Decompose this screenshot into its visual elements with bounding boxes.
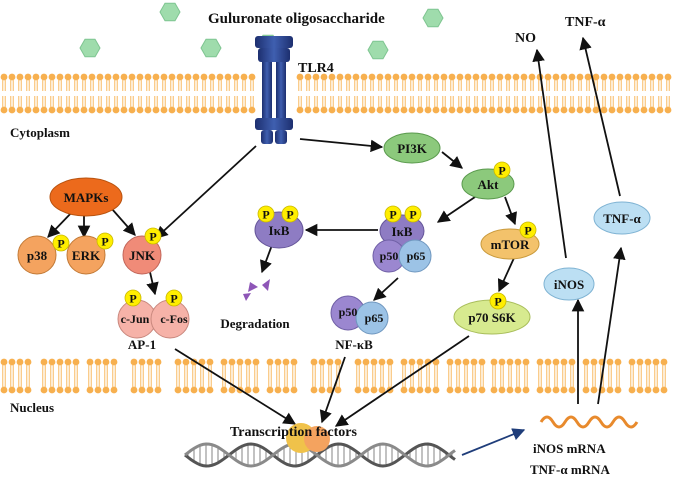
label-inos-mrna: iNOS mRNA bbox=[533, 441, 606, 456]
phospho-badge bbox=[52, 234, 70, 252]
label-inos: iNOS bbox=[554, 277, 584, 292]
phospho-badge bbox=[144, 227, 162, 245]
label-akt: Akt bbox=[478, 177, 500, 192]
arrow-mrna-to-tnf bbox=[597, 246, 626, 405]
phospho-badge bbox=[493, 161, 511, 179]
arrow-complex-to-nfkb bbox=[373, 277, 399, 301]
label-p65-nfkb: p65 bbox=[365, 311, 384, 325]
phospho-label: P bbox=[129, 291, 136, 305]
label-transcription-factors: Transcription factors bbox=[230, 425, 357, 440]
arrow-ikb-to-degradation bbox=[260, 244, 273, 274]
mrna-strand bbox=[539, 415, 639, 429]
phospho-badge bbox=[404, 205, 422, 223]
label-erk: ERK bbox=[72, 248, 101, 263]
phospho-badge bbox=[281, 205, 299, 223]
node-p38 bbox=[17, 235, 57, 275]
label-tnf-alpha: TNF-α bbox=[603, 211, 641, 226]
phospho-label: P bbox=[409, 207, 416, 221]
arrow-tlr4-to-pi3k bbox=[299, 138, 384, 153]
title-guluronate: Guluronate oligosaccharide bbox=[208, 11, 385, 27]
pathway-nodes: PI3K Akt mTOR p70 S6K MAPKs p38 ERK JNK … bbox=[17, 132, 651, 339]
phospho-badge bbox=[257, 205, 275, 223]
phospho-badge bbox=[519, 221, 537, 239]
arrow-ap1-to-transcription bbox=[174, 348, 297, 425]
node-pi3k bbox=[383, 132, 441, 164]
phospho-label: P bbox=[149, 229, 156, 243]
output-tnf-alpha: TNF-α bbox=[565, 15, 606, 30]
label-tnf-mrna: TNF-α mRNA bbox=[530, 462, 610, 477]
phospho-label: P bbox=[524, 223, 531, 237]
node-mapks bbox=[49, 177, 123, 217]
label-nucleus: Nucleus bbox=[10, 400, 54, 415]
degradation-fragments bbox=[243, 279, 270, 301]
label-ikb-bound: IκB bbox=[392, 224, 413, 239]
phospho-label: P bbox=[262, 207, 269, 221]
phospho-badge bbox=[96, 232, 114, 250]
phospho-label: P bbox=[170, 291, 177, 305]
arrow-inos-to-no bbox=[532, 48, 567, 259]
output-no: NO bbox=[515, 31, 536, 46]
label-p50-complex: p50 bbox=[380, 249, 399, 263]
label-degradation: Degradation bbox=[220, 316, 290, 331]
phospho-badge bbox=[489, 292, 507, 310]
node-tnf-alpha bbox=[593, 201, 651, 235]
arrow-nfkb-to-transcription bbox=[319, 356, 346, 424]
label-pi3k: PI3K bbox=[397, 141, 428, 156]
phospho-label: P bbox=[498, 163, 505, 177]
node-inos bbox=[543, 267, 595, 301]
phospho-badge bbox=[165, 289, 183, 307]
transcription-factor-complex bbox=[286, 423, 330, 453]
label-p70-s6k: p70 S6K bbox=[468, 310, 516, 325]
label-c-fos: c-Fos bbox=[160, 312, 188, 326]
arrow-akt-to-mtor bbox=[504, 196, 517, 226]
dna-helix bbox=[184, 442, 456, 468]
diagram-labels: Guluronate oligosaccharide TLR4 Cytoplas… bbox=[10, 11, 610, 477]
node-p65-complex bbox=[398, 239, 432, 273]
phospho-label: P bbox=[286, 207, 293, 221]
label-p65-complex: p65 bbox=[407, 249, 426, 263]
arrow-mtor-to-p70 bbox=[497, 257, 515, 293]
phospho-label: P bbox=[101, 234, 108, 248]
label-ikb-free: IκB bbox=[269, 223, 290, 238]
arrow-dna-to-mrna bbox=[461, 428, 526, 456]
arrow-pi3k-to-akt bbox=[441, 151, 463, 169]
label-p38: p38 bbox=[27, 248, 48, 263]
phospho-label: P bbox=[57, 236, 64, 250]
label-p50-nfkb: p50 bbox=[339, 305, 358, 319]
arrow-tlr4-to-jnk bbox=[155, 145, 257, 239]
node-jnk bbox=[122, 235, 162, 275]
phospho-label: P bbox=[494, 294, 501, 308]
tlr4-receptor bbox=[255, 36, 293, 144]
node-erk bbox=[66, 235, 106, 275]
phospho-badge bbox=[384, 205, 402, 223]
cell-membrane bbox=[0, 73, 672, 114]
phospho-label: P bbox=[389, 207, 396, 221]
arrow-p70-to-transcription bbox=[334, 335, 470, 427]
arrow-akt-to-ikb bbox=[436, 196, 476, 223]
nuclear-membrane bbox=[0, 358, 668, 394]
label-c-jun: c-Jun bbox=[121, 312, 150, 326]
node-p65-nfkb bbox=[355, 301, 389, 335]
pathway-arrows bbox=[47, 36, 626, 456]
arrow-jnk-to-ap1 bbox=[146, 271, 159, 296]
label-mapks: MAPKs bbox=[64, 190, 109, 205]
label-ap1: AP-1 bbox=[128, 337, 156, 352]
arrow-tnf-to-tnf-output bbox=[579, 36, 621, 197]
label-jnk: JNK bbox=[129, 248, 156, 263]
phospho-badge bbox=[124, 289, 142, 307]
label-mtor: mTOR bbox=[491, 237, 530, 252]
arrow-mapks-to-jnk bbox=[111, 208, 136, 236]
label-nfkb: NF-κB bbox=[335, 337, 373, 352]
label-tlr4: TLR4 bbox=[298, 61, 334, 76]
label-cytoplasm: Cytoplasm bbox=[10, 125, 70, 140]
